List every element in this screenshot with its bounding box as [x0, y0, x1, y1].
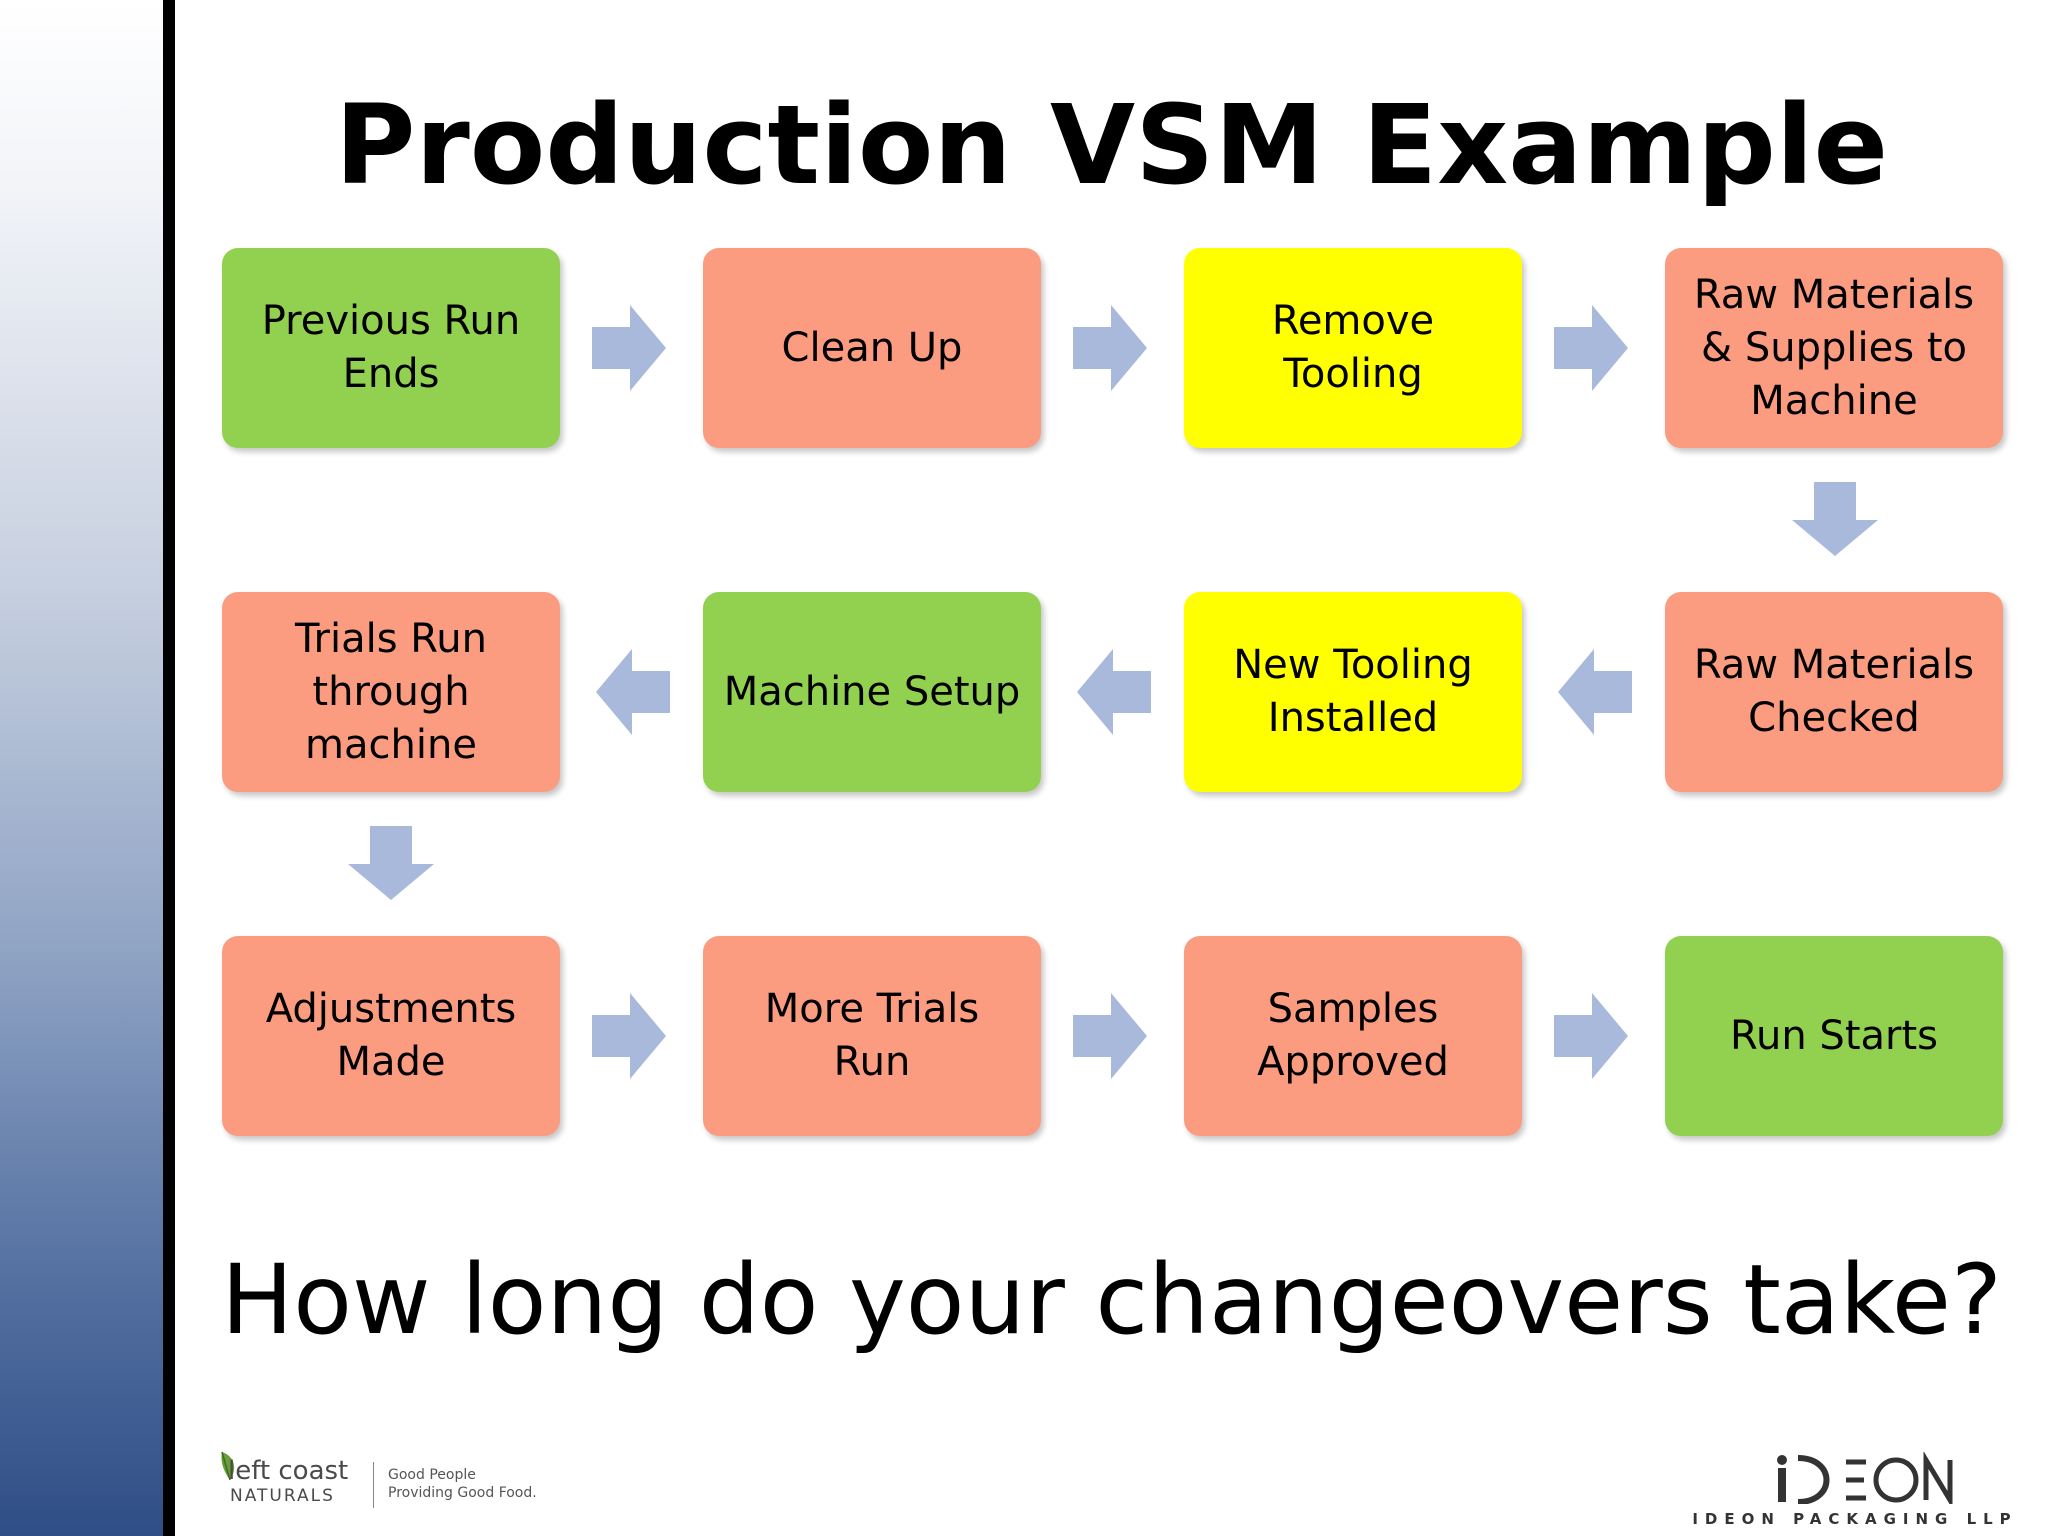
arrow-shape [1554, 305, 1628, 391]
step-label: More Trials Run [764, 986, 980, 1085]
arrow-shape [1558, 649, 1632, 735]
sidebar-divider [163, 0, 175, 1536]
slide-title: Production VSM Example [334, 81, 1889, 209]
arrow-right-icon [1073, 993, 1147, 1079]
left-coast-naturals-logo: left coast NATURALS Good People Providin… [218, 1450, 578, 1520]
step-label: Remove Tooling [1271, 298, 1435, 397]
step-run-starts: Run Starts [1665, 936, 2003, 1136]
step-label: Raw Materials Checked [1693, 642, 1975, 741]
step-adjustments-made: Adjustments Made [222, 936, 560, 1136]
arrow-right-icon [592, 993, 666, 1079]
ideon-mark-icon [1777, 1452, 1953, 1504]
step-label: Samples Approved [1257, 986, 1449, 1085]
step-label: Adjustments Made [265, 986, 517, 1085]
step-new-tooling-installed: New Tooling Installed [1184, 592, 1522, 792]
arrow-left-icon [1558, 649, 1632, 735]
logo-tagline-1: Good People [388, 1467, 476, 1483]
step-more-trials-run: More Trials Run [703, 936, 1041, 1136]
step-label: Raw Materials & Supplies to Machine [1693, 271, 1975, 424]
step-label: New Tooling Installed [1233, 642, 1473, 741]
arrow-left-icon [1077, 649, 1151, 735]
arrow-shape [592, 993, 666, 1079]
logo-tagline-2: Providing Good Food. [388, 1485, 537, 1501]
arrow-down-icon [1792, 482, 1878, 556]
arrow-shape [1077, 649, 1151, 735]
step-trials-run: Trials Run through machine [222, 592, 560, 792]
step-samples-approved: Samples Approved [1184, 936, 1522, 1136]
arrow-left-icon [596, 649, 670, 735]
ideon-company-name: IDEON PACKAGING LLP [1692, 1510, 2018, 1528]
arrow-shape [1792, 482, 1878, 556]
step-label: Previous Run Ends [261, 298, 521, 397]
step-label: Machine Setup [723, 668, 1021, 715]
sidebar-gradient [0, 0, 163, 1536]
logo-divider [373, 1462, 374, 1508]
arrow-down-icon [348, 826, 434, 900]
arrow-shape [1073, 993, 1147, 1079]
step-label: Run Starts [1730, 1012, 1938, 1059]
step-clean-up: Clean Up [703, 248, 1041, 448]
arrow-shape [1073, 305, 1147, 391]
arrow-shape [592, 305, 666, 391]
step-raw-materials-checked: Raw Materials Checked [1665, 592, 2003, 792]
changeover-question: How long do your changeovers take? [221, 1244, 2002, 1356]
step-machine-setup: Machine Setup [703, 592, 1041, 792]
step-remove-tooling: Remove Tooling [1184, 248, 1522, 448]
arrow-right-icon [1554, 993, 1628, 1079]
leaf-icon [221, 1451, 235, 1481]
arrow-right-icon [592, 305, 666, 391]
arrow-shape [348, 826, 434, 900]
arrow-shape [1554, 993, 1628, 1079]
ideon-packaging-logo: IDEON PACKAGING LLP [1680, 1452, 2030, 1532]
logo-brand-subname: NATURALS [230, 1486, 335, 1506]
step-label: Trials Run through machine [295, 615, 487, 768]
arrow-right-icon [1073, 305, 1147, 391]
step-previous-run-ends: Previous Run Ends [222, 248, 560, 448]
arrow-shape [596, 649, 670, 735]
step-label: Clean Up [781, 324, 963, 371]
arrow-right-icon [1554, 305, 1628, 391]
logo-brand-name: left coast [228, 1456, 349, 1486]
step-raw-materials-to-machine: Raw Materials & Supplies to Machine [1665, 248, 2003, 448]
